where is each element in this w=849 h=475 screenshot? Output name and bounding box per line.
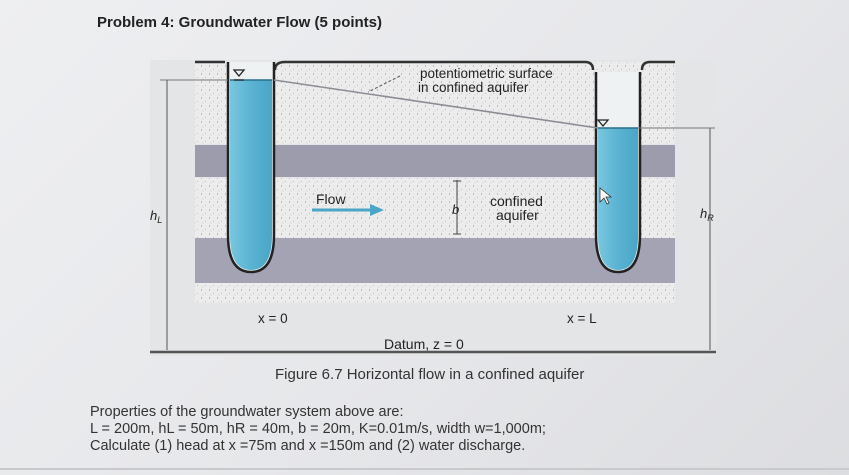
properties-line-3: Calculate (1) head at x =75m and x =150m… bbox=[90, 438, 526, 454]
hR-label: hR bbox=[700, 206, 714, 223]
flow-arrow-head bbox=[370, 204, 384, 216]
potentiometric-line bbox=[273, 79, 599, 129]
mouse-cursor-icon bbox=[599, 187, 613, 205]
confined-aquifer-label-line1: confined bbox=[490, 193, 543, 209]
potentiometric-leader bbox=[367, 75, 401, 93]
right-well-water bbox=[598, 128, 638, 270]
b-label: b bbox=[452, 202, 459, 217]
ground-surface bbox=[195, 60, 675, 71]
properties-line-2: L = 200m, hL = 50m, hR = 40m, b = 20m, K… bbox=[90, 421, 546, 437]
datum-label: Datum, z = 0 bbox=[384, 336, 464, 352]
lower-confining-layer bbox=[195, 238, 675, 283]
x0-label: x = 0 bbox=[258, 311, 288, 326]
xL-label: x = L bbox=[567, 311, 597, 326]
right-water-table-symbol bbox=[596, 119, 610, 128]
lower-sand-layer bbox=[195, 283, 675, 303]
potentiometric-label-line2: in confined aquifer bbox=[418, 80, 529, 95]
properties-block: Properties of the groundwater system abo… bbox=[90, 404, 546, 455]
figure-caption: Figure 6.7 Horizontal flow in a confined… bbox=[275, 366, 585, 383]
left-well-water bbox=[230, 80, 272, 270]
problem-title: Problem 4: Groundwater Flow (5 points) bbox=[97, 14, 383, 31]
hL-label: hL bbox=[150, 208, 162, 225]
confined-aquifer-label-line2: aquifer bbox=[496, 207, 539, 223]
properties-line-1: Properties of the groundwater system abo… bbox=[90, 404, 404, 420]
footer-divider bbox=[0, 468, 849, 470]
left-water-table-symbol bbox=[232, 69, 246, 78]
potentiometric-label-line1: potentiometric surface bbox=[420, 66, 553, 81]
flow-label: Flow bbox=[316, 191, 346, 207]
